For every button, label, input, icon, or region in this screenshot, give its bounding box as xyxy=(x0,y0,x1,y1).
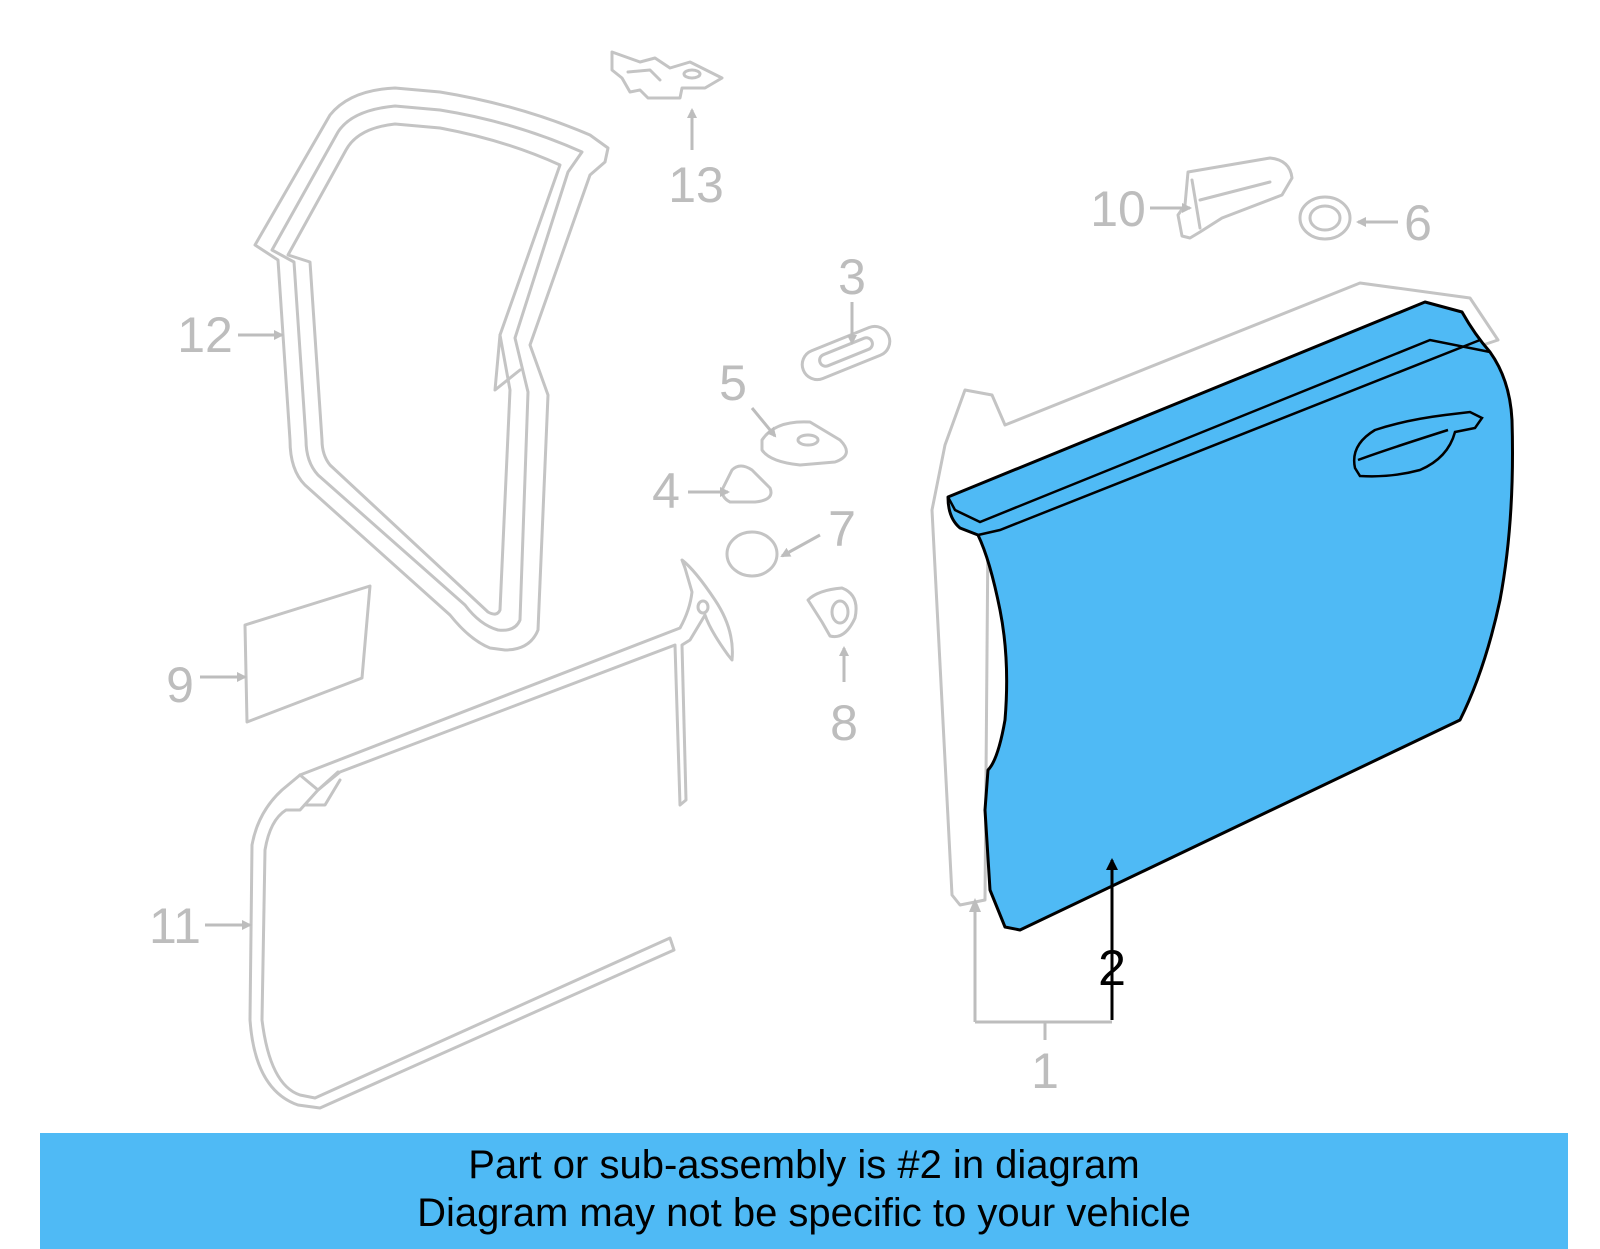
part-10-molding xyxy=(1176,156,1294,240)
door-handle xyxy=(1352,410,1484,478)
part-1-door-assembly xyxy=(930,281,1500,907)
leader-lines xyxy=(200,108,1398,1040)
callout-12: 12 xyxy=(177,307,233,363)
banner-line-2: Diagram may not be specific to your vehi… xyxy=(417,1191,1191,1235)
callout-4: 4 xyxy=(652,463,680,519)
callout-13: 13 xyxy=(668,157,724,213)
banner-line-1: Part or sub-assembly is #2 in diagram xyxy=(468,1143,1140,1187)
callout-9: 9 xyxy=(166,657,194,713)
door-panel-highlight xyxy=(946,300,1514,932)
info-banner: Part or sub-assembly is #2 in diagram Di… xyxy=(40,1133,1568,1249)
parts-diagram: 13 12 10 6 3 5 4 7 8 9 11 1 2 xyxy=(149,50,1514,1110)
part-4-bumper xyxy=(720,464,773,504)
callout-7: 7 xyxy=(828,501,856,557)
part-6-grommet xyxy=(1298,195,1352,241)
callout-6: 6 xyxy=(1404,195,1432,251)
part-13-bracket xyxy=(610,50,724,100)
callout-10: 10 xyxy=(1090,181,1146,237)
callout-11: 11 xyxy=(149,898,201,954)
part-5-pad xyxy=(760,420,848,467)
part-11-door-seal xyxy=(248,558,734,1110)
part-9-plate xyxy=(243,584,372,724)
callout-3: 3 xyxy=(838,249,866,305)
part-7-grommet xyxy=(725,530,779,578)
callout-1: 1 xyxy=(1031,1043,1059,1099)
part-2-door-outer-panel xyxy=(946,300,1514,932)
callout-5: 5 xyxy=(719,355,747,411)
part-12-weatherstrip xyxy=(253,86,610,652)
part-8-stop xyxy=(806,586,858,639)
callout-2: 2 xyxy=(1098,940,1126,996)
callout-8: 8 xyxy=(830,695,858,751)
part-3-seal xyxy=(800,324,892,382)
